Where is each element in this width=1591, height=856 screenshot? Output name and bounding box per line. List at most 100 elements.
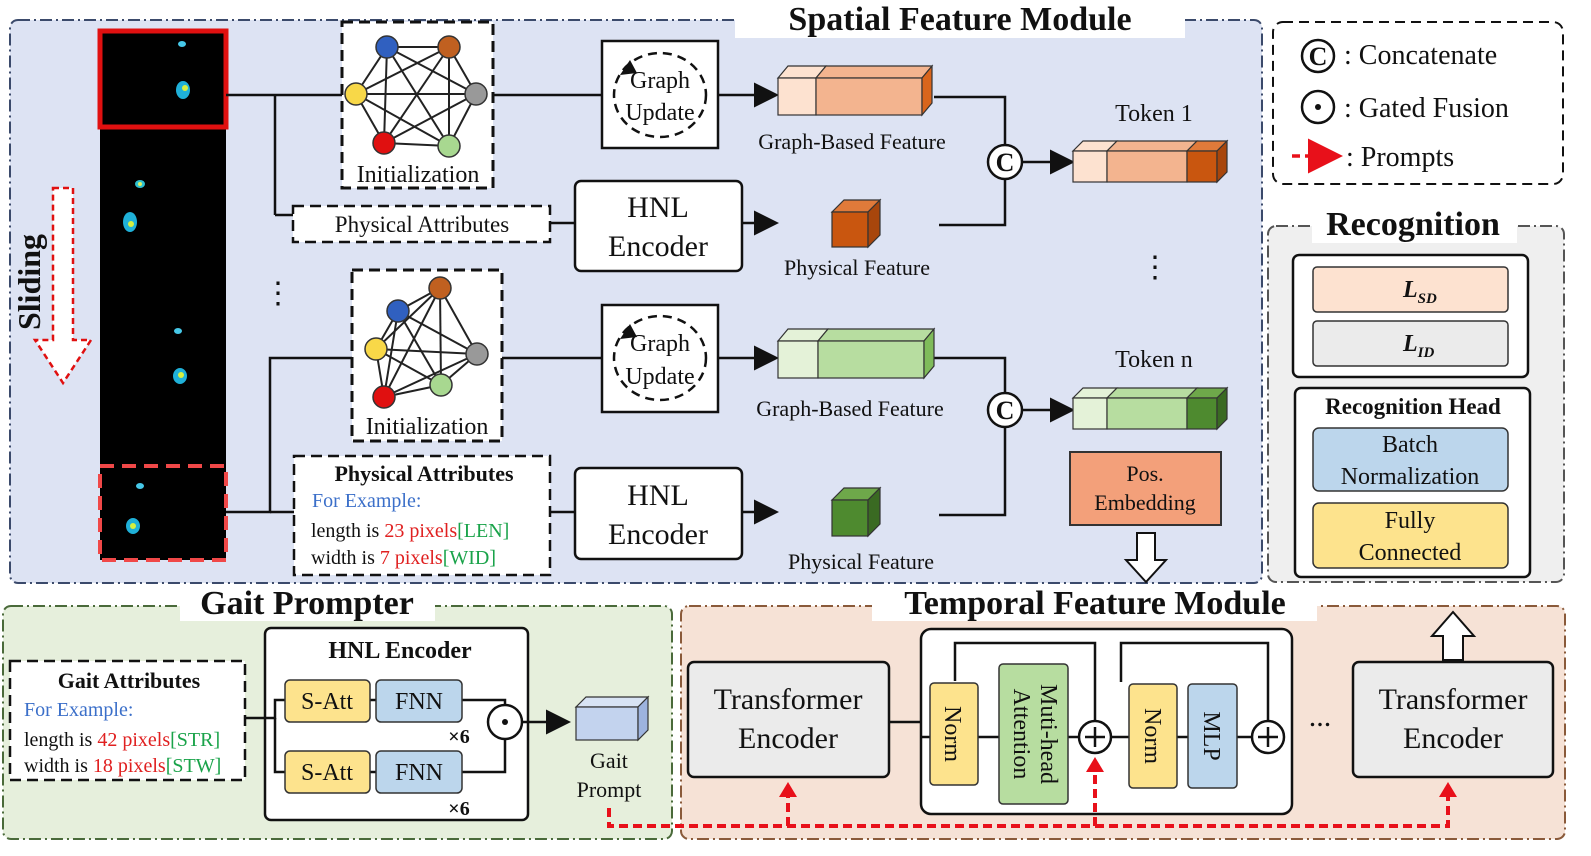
concat-legend-icon xyxy=(1300,38,1336,74)
recognition-head-title: Recognition Head xyxy=(1325,394,1501,419)
spatial-module-title: Spatial Feature Module xyxy=(788,1,1131,38)
hnl-encoder-1-line2: Encoder xyxy=(608,230,708,263)
token-1-label: Token 1 xyxy=(1115,101,1193,127)
fully-connected-line2: Connected xyxy=(1359,540,1462,566)
repeat-label-1: ×6 xyxy=(448,726,469,748)
physical-attributes-label-1: Physical Attributes xyxy=(335,212,509,237)
fully-connected-box xyxy=(1312,502,1509,569)
loss-id-label: LID xyxy=(1402,331,1435,361)
mha-line2: Attention xyxy=(1008,689,1034,780)
hnl-encoder-box-1 xyxy=(573,179,744,273)
hnl-encoder-2-line2: Encoder xyxy=(608,518,708,551)
hnl-encoder-box-2 xyxy=(573,466,744,561)
transformer-encoder-1-line1: Transformer xyxy=(714,683,863,716)
s-att-label-1: S-Att xyxy=(301,689,353,715)
physical-attributes-title-2: Physical Attributes xyxy=(334,461,513,486)
s-att-box-2 xyxy=(284,750,371,794)
physical-feature-cube-2 xyxy=(830,486,882,538)
up-arrow-icon xyxy=(1429,610,1477,661)
norm-label-1: Norm xyxy=(939,706,965,762)
graph-update-1-line1: Graph xyxy=(630,68,690,94)
physical-length-line: length is 23 pixels[LEN] xyxy=(311,520,509,542)
token-n-cube xyxy=(1071,386,1229,431)
physical-feature-cube-1 xyxy=(830,198,882,249)
token-n-label: Token n xyxy=(1115,347,1193,373)
transformer-encoder-2-line1: Transformer xyxy=(1379,683,1528,716)
concat-node-2 xyxy=(986,391,1024,429)
hnl-encoder-1-line1: HNL xyxy=(627,191,689,224)
batch-norm-box xyxy=(1312,427,1509,492)
batch-norm-line2: Normalization xyxy=(1341,464,1480,490)
mlp-box xyxy=(1187,683,1238,789)
gait-prompt-line1: Gait xyxy=(590,748,628,773)
norm-box-2 xyxy=(1128,683,1178,789)
graph-init-box-1 xyxy=(340,20,495,190)
init-label-1: Initialization xyxy=(357,162,480,188)
repeat-label-2: ×6 xyxy=(448,798,469,820)
norm-label-2: Norm xyxy=(1139,708,1165,764)
svg-text:C: C xyxy=(996,148,1015,177)
physical-feature-label-2: Physical Feature xyxy=(788,549,934,574)
token-1-cube xyxy=(1071,139,1229,184)
prompts-legend-label: : Prompts xyxy=(1346,142,1454,173)
graph-feature-cube-2 xyxy=(776,327,936,380)
transformer-encoder-2-line2: Encoder xyxy=(1403,722,1503,755)
graph-update-2-line1: Graph xyxy=(630,331,690,357)
mha-box xyxy=(998,663,1069,805)
fully-connected-line1: Fully xyxy=(1385,508,1436,534)
pos-embedding-line2: Embedding xyxy=(1094,490,1195,515)
transformer-encoder-1-line2: Encoder xyxy=(738,722,838,755)
physical-attributes-box-1 xyxy=(291,204,552,244)
fnn-box-1 xyxy=(375,679,463,723)
fnn-box-2 xyxy=(375,750,463,794)
gait-prompter-title: Gait Prompter xyxy=(200,585,414,622)
norm-box-1 xyxy=(929,682,979,786)
down-arrow-icon xyxy=(1123,532,1169,584)
mha-line1: Muti-head xyxy=(1035,684,1061,784)
graph-based-feature-label-2: Graph-Based Feature xyxy=(756,396,944,421)
pedestrian-dots xyxy=(123,41,190,534)
sliding-arrow-icon xyxy=(32,186,94,386)
mlp-label: MLP xyxy=(1198,711,1224,760)
recognition-title: Recognition xyxy=(1326,206,1500,243)
loss-id-box xyxy=(1312,320,1509,367)
current-window-highlight xyxy=(97,28,229,130)
transformer-encoder-box-1 xyxy=(686,660,891,779)
gait-attributes-box xyxy=(8,659,247,782)
loss-sd-label: LSD xyxy=(1402,277,1437,307)
graph-based-feature-label-1: Graph-Based Feature xyxy=(758,129,946,154)
physical-feature-label-1: Physical Feature xyxy=(784,255,930,280)
spatial-ellipsis: ⋮ xyxy=(263,277,293,310)
concat-node-1 xyxy=(986,143,1024,181)
gait-prompt-cube xyxy=(574,695,650,742)
s-att-box-1 xyxy=(284,679,371,723)
pos-embedding-line1: Pos. xyxy=(1126,461,1163,486)
concat-legend-label: : Concatenate xyxy=(1344,40,1497,71)
gait-width-line: width is 18 pixels[STW] xyxy=(24,755,221,777)
svg-text:C: C xyxy=(996,396,1015,425)
physical-width-line: width is 7 pixels[WID] xyxy=(311,547,496,569)
transformer-encoder-box-2 xyxy=(1351,660,1555,779)
gait-prompt-line2: Prompt xyxy=(577,777,642,802)
temporal-module-title: Temporal Feature Module xyxy=(904,585,1286,622)
spatial-module-panel xyxy=(9,19,1263,584)
loss-sd-box xyxy=(1312,266,1509,313)
graph-update-box-2 xyxy=(600,303,720,414)
concat-legend-symbol: C xyxy=(1309,42,1328,71)
fnn-label-1: FNN xyxy=(395,689,443,715)
graph-update-1-line2: Update xyxy=(625,100,694,126)
pos-embedding-box xyxy=(1069,451,1222,526)
gait-length-line: length is 42 pixels[STR] xyxy=(24,729,220,751)
gated-fusion-legend-label: : Gated Fusion xyxy=(1344,93,1509,124)
legend-panel xyxy=(1272,21,1564,185)
token-ellipsis: ⋮ xyxy=(1140,251,1170,284)
batch-norm-line1: Batch xyxy=(1382,432,1438,458)
physical-example-label: For Example: xyxy=(312,490,421,512)
sliding-label: Sliding xyxy=(11,234,47,330)
graph-update-box-1 xyxy=(600,39,720,150)
frame-strip xyxy=(100,30,226,560)
gait-attributes-title: Gait Attributes xyxy=(58,668,201,693)
graph-update-2-line2: Update xyxy=(625,364,694,390)
init-label-2: Initialization xyxy=(366,414,489,440)
